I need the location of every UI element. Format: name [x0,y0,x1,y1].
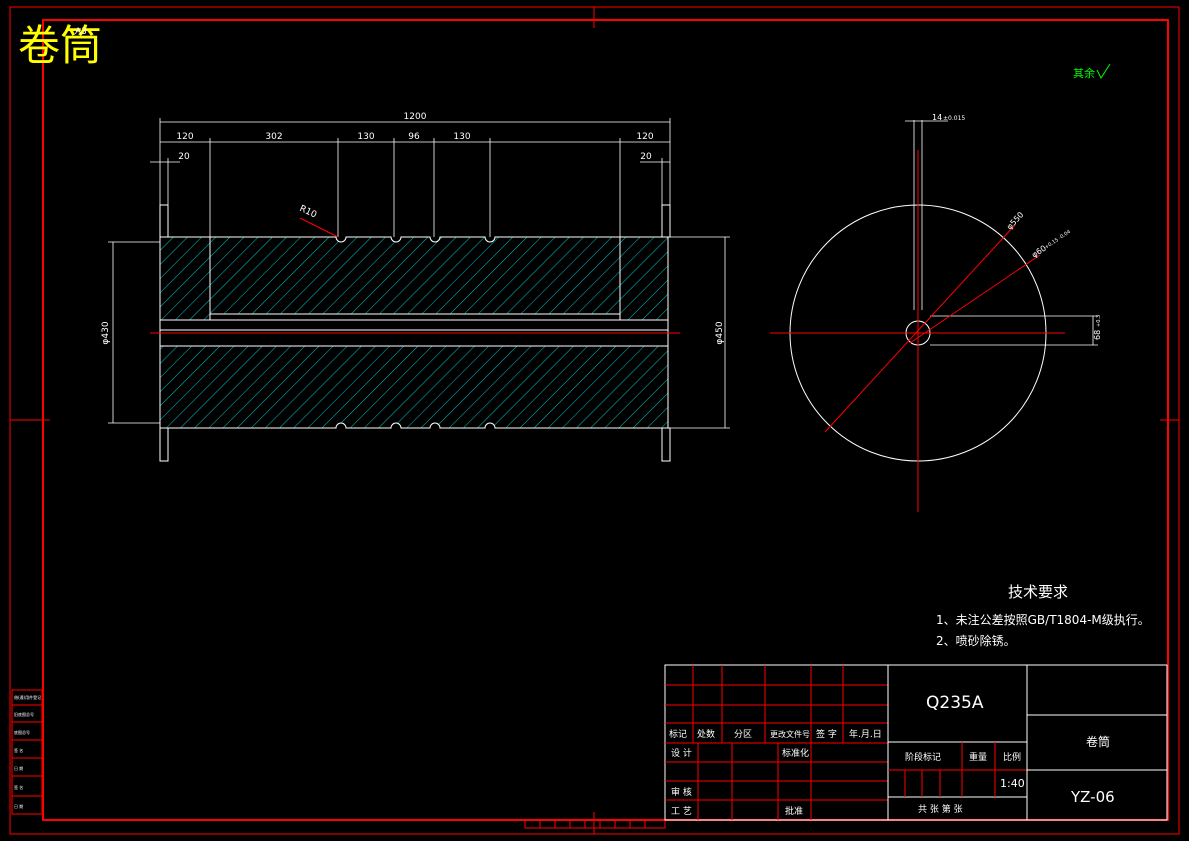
technical-requirements: 技术要求 1、未注公差按照GB/T1804-M级执行。 2、喷砂除锈。 [936,583,1150,648]
dim-key-depth-tolerance: +0.3 [1096,315,1102,327]
front-view: 1200 120 302 130 96 130 120 20 20 R10 φ4… [101,112,730,462]
dim-groove-offset: 302 [265,132,282,142]
right-flange-bottom [661,427,671,462]
label-zone: 分区 [734,729,752,740]
dim-overall-length: 1200 [404,112,427,122]
side-strip [11,689,43,815]
svg-text:日 期: 日 期 [14,803,23,809]
dim-drum-diameter-right: φ450 [715,321,725,344]
section-hatch-top [159,236,669,321]
dim-keyway-width: 14 [932,113,942,122]
dim-left-flange: 120 [176,132,193,142]
side-strip-labels: 借(通)用件登记 旧底图总号 底图总号 签 名 日 期 签 名 日 期 [14,694,41,809]
label-signature: 签 字 [816,728,837,740]
dim-bore-tolerance: +0.15 -0.04 [1044,229,1072,251]
label-mark: 标记 [669,728,687,740]
label-standardization: 标准化 [782,747,809,759]
drawing-title: 卷筒 [18,21,102,70]
left-flange-top [159,204,169,238]
label-weight: 重量 [969,751,987,763]
label-scale: 比例 [1003,751,1021,763]
scale-value: 1:40 [1000,777,1025,790]
material: Q235A [926,693,984,713]
sheet-frame [9,6,1180,835]
label-count: 处数 [697,728,715,740]
dim-keyway-tolerance: ±0.015 [943,115,965,122]
label-reviewer: 审 核 [671,786,692,798]
roughness-note: 其余 [1073,66,1095,80]
svg-text:签 名: 签 名 [14,784,23,790]
side-view: 14 ±0.015 φ550 φ60 +0.15 -0.04 68 +0.3 [770,113,1102,512]
dim-key-depth: 68 [1093,330,1102,340]
dim-outer-diameter: φ550 [1005,210,1026,231]
dim-right-flange: 120 [636,132,653,142]
dim-groove-pitch-3: 130 [453,132,470,142]
section-hatch-bottom [159,345,669,429]
label-date: 年.月.日 [849,728,882,740]
svg-text:底图总号: 底图总号 [14,729,30,735]
svg-text:借(通)用件登记: 借(通)用件登记 [14,694,41,700]
tech-req-item-2: 2、喷砂除锈。 [936,633,1016,648]
part-name: 卷筒 [1086,734,1110,749]
left-flange-bottom [159,427,169,462]
label-process: 工 艺 [671,806,692,817]
tech-req-item-1: 1、未注公差按照GB/T1804-M级执行。 [936,612,1150,627]
right-flange-top [661,204,671,238]
label-change-doc: 更改文件号 [770,729,810,739]
dim-drum-diameter-left: φ430 [101,321,111,344]
label-approver: 批准 [785,805,803,817]
svg-text:日 期: 日 期 [14,765,23,771]
tech-req-heading: 技术要求 [1008,583,1068,601]
label-stage-mark: 阶段标记 [905,751,941,763]
title-block-text: 标记 处数 分区 更改文件号 签 字 年.月.日 设 计 标准化 审 核 工 艺… [669,693,1115,817]
sheet-size-label: A3 [75,27,87,37]
dim-right-flange-thickness: 20 [640,152,652,162]
dim-left-flange-thickness: 20 [178,152,190,162]
roughness-symbol-icon [1096,63,1111,80]
title-block [664,664,1168,821]
label-designer: 设 计 [671,747,692,759]
svg-text:签 名: 签 名 [14,747,23,753]
svg-text:旧底图总号: 旧底图总号 [14,711,34,717]
drawing-number: YZ-06 [1070,788,1115,806]
dim-groove-pitch-2: 96 [408,132,420,142]
dim-groove-pitch-1: 130 [357,132,374,142]
label-sheets: 共 张 第 张 [918,803,963,815]
